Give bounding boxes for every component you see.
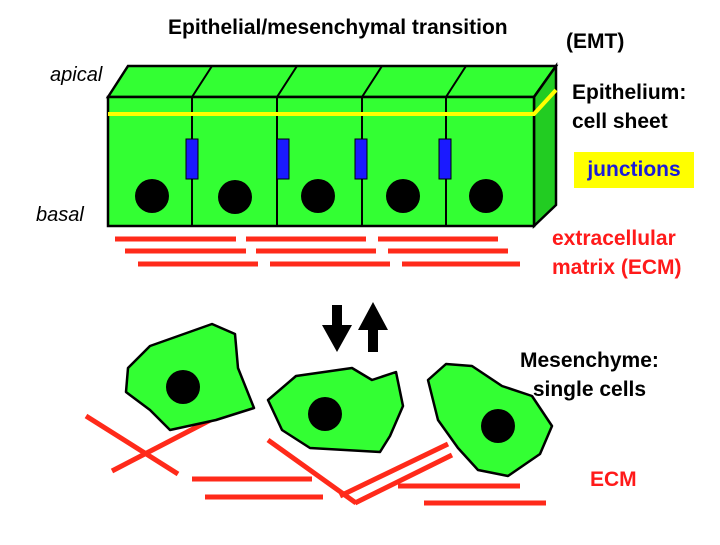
arrow-down-icon [322,305,352,352]
junction-marker [438,138,452,180]
cell-divider-top [276,65,298,98]
arrow-up-icon [358,302,388,352]
epithelium-block [105,62,559,229]
diagram-title: Epithelial/mesenchymal transition [168,16,508,39]
junction-marker [276,138,290,180]
cell-divider-top [361,65,383,98]
mesenchymal-cell [426,362,554,478]
mesenchyme-label-line2: single cells [532,378,647,401]
mesenchyme-label: Mesenchyme: single cells [520,346,659,404]
mesenchymal-cell [266,366,405,454]
ecm-fiber [353,452,454,506]
ecm-fiber [110,412,222,474]
epithelium-label: Epithelium: cell sheet [572,78,686,136]
cell-divider-top [445,65,467,98]
basal-label: basal [36,204,84,226]
mesenchyme-label-line1: Mesenchyme: [520,349,659,372]
ecm-fiber [266,437,358,506]
nucleus [386,179,420,213]
ecm-top-label-line2: matrix (ECM) [552,256,682,279]
ecm-top-label-line1: extracellular [552,227,676,250]
nucleus [166,370,200,404]
ecm-bottom-label: ECM [590,468,637,491]
junctions-label: junctions [574,152,694,188]
nucleus [481,409,515,443]
ecm-fiber [338,441,450,499]
ecm-fiber [84,413,180,477]
ecm-top-label: extracellular matrix (ECM) [552,224,682,282]
tight-junction-line [108,88,558,116]
cell-divider-top [191,65,213,98]
epithelium-top-face [105,64,559,99]
epithelium-label-line2: cell sheet [572,110,668,133]
apical-label: apical [50,64,103,86]
nucleus [469,179,503,213]
diagram-title-abbrev: (EMT) [566,30,625,53]
nucleus [308,397,342,431]
nucleus [135,179,169,213]
epithelium-label-line1: Epithelium: [572,81,687,104]
junction-marker [354,138,368,180]
mesenchymal-cell [124,322,256,432]
junction-marker [185,138,199,180]
nucleus [218,180,252,214]
nucleus [301,179,335,213]
ecm-fibers-top [115,236,520,267]
ecm-fibers-bottom [84,412,546,506]
